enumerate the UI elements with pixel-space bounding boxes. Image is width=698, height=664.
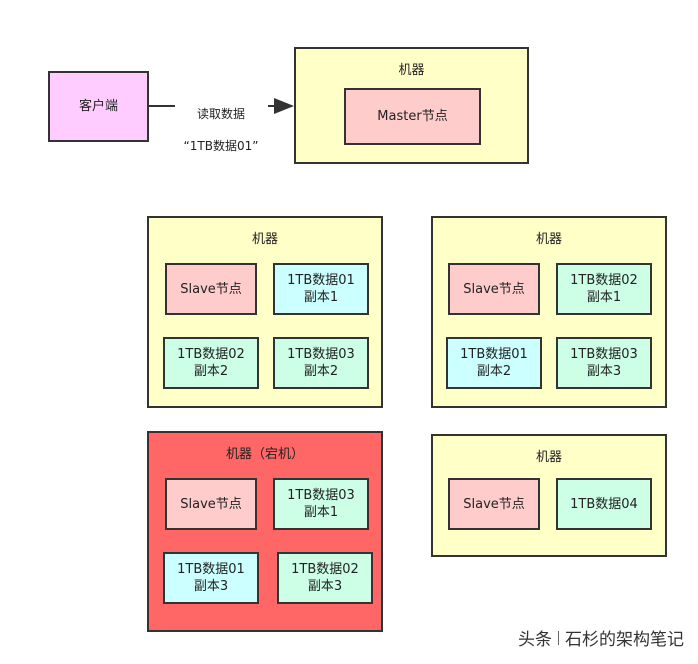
replica-label: 1TB数据02 副本2 — [177, 347, 245, 379]
machine-3-slave-node: Slave节点 — [165, 478, 257, 530]
machine-2-replica-2: 1TB数据01 副本2 — [446, 337, 542, 389]
machine-3-title: 机器（宕机） — [225, 447, 304, 462]
master-machine: 机器 Master节点 — [294, 47, 529, 164]
replica-label: 1TB数据02 副本1 — [570, 273, 638, 305]
machine-1-slave-node: Slave节点 — [165, 263, 257, 315]
machine-3-replica-3: 1TB数据02 副本3 — [277, 552, 373, 604]
machine-1-title: 机器 — [251, 232, 278, 247]
client-box: 客户端 — [48, 71, 149, 142]
replica-label: 1TB数据01 副本1 — [287, 273, 355, 305]
machine-3-replica-1: 1TB数据03 副本1 — [273, 478, 369, 530]
machine-2-title: 机器 — [535, 232, 562, 247]
slave-node-label: Slave节点 — [463, 496, 525, 512]
machine-3-down: 机器（宕机） Slave节点 1TB数据03 副本1 1TB数据01 副本3 1… — [147, 431, 383, 632]
machine-4-replica-1: 1TB数据04 — [556, 478, 652, 530]
machine-1-replica-1: 1TB数据01 副本1 — [273, 263, 369, 315]
machine-1-replica-2: 1TB数据02 副本2 — [163, 337, 259, 389]
slave-node-label: Slave节点 — [180, 496, 242, 512]
watermark-divider — [558, 630, 559, 645]
machine-2: 机器 Slave节点 1TB数据02 副本1 1TB数据01 副本2 1TB数据… — [431, 216, 667, 408]
replica-label: 1TB数据03 副本1 — [287, 488, 355, 520]
watermark-author: 石杉的架构笔记 — [565, 630, 684, 650]
watermark-source: 头条 — [518, 630, 552, 650]
machine-1-replica-3: 1TB数据03 副本2 — [273, 337, 369, 389]
machine-2-slave-node: Slave节点 — [448, 263, 540, 315]
slave-node-label: Slave节点 — [180, 281, 242, 297]
machine-1: 机器 Slave节点 1TB数据01 副本1 1TB数据02 副本2 1TB数据… — [147, 216, 383, 408]
slave-node-label: Slave节点 — [463, 281, 525, 297]
replica-label: 1TB数据03 副本3 — [570, 347, 638, 379]
machine-4-slave-node: Slave节点 — [448, 478, 540, 530]
replica-label: 1TB数据01 副本2 — [460, 347, 528, 379]
machine-4: 机器 Slave节点 1TB数据04 — [431, 434, 667, 557]
machine-2-replica-1: 1TB数据02 副本1 — [556, 263, 652, 315]
client-label: 客户端 — [78, 99, 118, 114]
master-node-label: Master节点 — [377, 109, 448, 124]
replica-label: 1TB数据03 副本2 — [287, 347, 355, 379]
replica-label: 1TB数据04 — [570, 496, 638, 512]
watermark: 头条 石杉的架构笔记 — [518, 625, 684, 650]
request-line2: “1TB数据01” — [183, 139, 259, 153]
machine-2-replica-3: 1TB数据03 副本3 — [556, 337, 652, 389]
machine-4-title: 机器 — [535, 450, 562, 465]
request-line1: 读取数据 — [196, 107, 245, 121]
master-node: Master节点 — [344, 88, 481, 145]
request-label: 读取数据 “1TB数据01” — [170, 90, 272, 170]
replica-label: 1TB数据02 副本3 — [291, 562, 359, 594]
master-machine-title: 机器 — [398, 63, 425, 78]
machine-3-replica-2: 1TB数据01 副本3 — [163, 552, 259, 604]
replica-label: 1TB数据01 副本3 — [177, 562, 245, 594]
